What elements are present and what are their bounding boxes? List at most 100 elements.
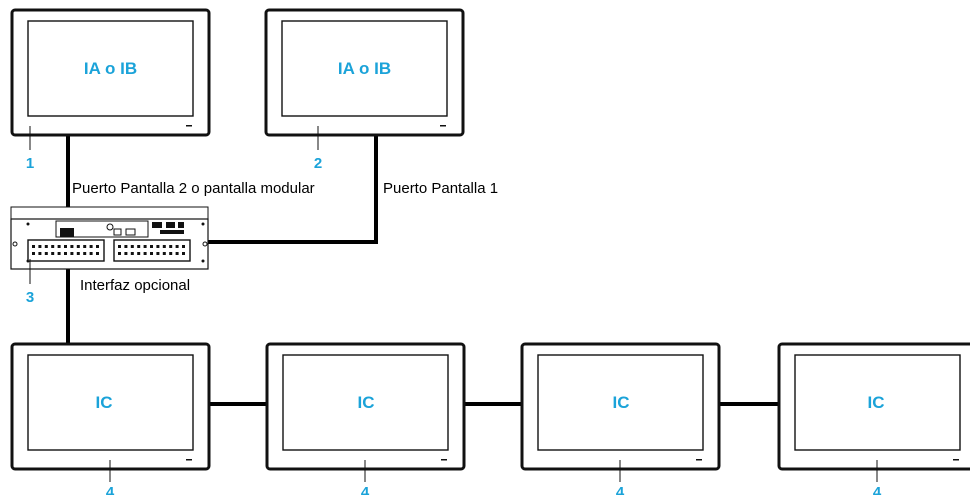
terminal-pin (89, 252, 93, 255)
terminal-pin (96, 245, 99, 248)
display-screen (537, 354, 704, 451)
display-screen (27, 354, 194, 451)
terminal-pin (162, 252, 166, 255)
terminal-pin (32, 245, 35, 248)
terminal-pin (137, 252, 141, 255)
display-led (440, 125, 446, 127)
terminal-pin (169, 252, 173, 255)
connector-slot (125, 228, 136, 236)
terminal-pin (70, 245, 74, 248)
display-led (186, 125, 192, 127)
terminal-pin (150, 245, 153, 248)
display-screen (27, 20, 194, 117)
status-block (166, 222, 175, 228)
terminal-pin (130, 245, 134, 248)
terminal-pin (182, 245, 185, 248)
terminal-pin (51, 245, 55, 248)
side-connector (12, 241, 18, 247)
display-label: IC (613, 393, 630, 412)
terminal-block-right (113, 239, 191, 262)
terminal-pin (38, 245, 42, 248)
display-label: IA o IB (84, 59, 137, 78)
connector-panel (55, 220, 149, 238)
port1-label: Puerto Pantalla 1 (383, 180, 498, 197)
terminal-pin (44, 245, 48, 248)
terminal-pin (51, 252, 55, 255)
display-label: IC (96, 393, 113, 412)
callout-number: 3 (26, 289, 34, 306)
cable-display2-interface (208, 136, 378, 244)
display-ia-ib-1: IA o IB 1 (10, 8, 211, 172)
callout-number: 4 (361, 484, 370, 495)
connector-knob (106, 223, 114, 231)
terminal-pin (143, 245, 147, 248)
callout-number: 2 (314, 155, 322, 172)
terminal-pin (175, 245, 179, 248)
terminal-pin (64, 245, 67, 248)
optional-interface-module: Interfaz opcional 3 (10, 206, 209, 306)
display-screen (794, 354, 961, 451)
terminal-pin (44, 252, 48, 255)
callout-number: 1 (26, 155, 34, 172)
terminal-pin (124, 252, 128, 255)
terminal-pin (118, 245, 121, 248)
display-ic-2: IC 4 (265, 342, 466, 495)
terminal-pin (57, 245, 61, 248)
terminal-pin (182, 252, 185, 255)
display-ic-4: IC 4 (777, 342, 970, 495)
side-connector (202, 241, 208, 247)
terminal-pin (130, 252, 134, 255)
terminal-pin (57, 252, 61, 255)
display-ic-1: IC 4 (10, 342, 211, 495)
callout-number: 4 (106, 484, 115, 495)
display-led (441, 459, 447, 461)
interface-label: Interfaz opcional (80, 277, 190, 294)
terminal-pin (143, 252, 147, 255)
terminal-pin (76, 252, 80, 255)
status-block (160, 230, 184, 234)
terminal-pin (150, 252, 153, 255)
terminal-pin (83, 252, 87, 255)
display-led (953, 459, 959, 461)
display-label: IA o IB (338, 59, 391, 78)
terminal-pins (32, 245, 185, 255)
callout-number: 4 (616, 484, 625, 495)
terminal-block-left (27, 239, 105, 262)
terminal-pin (64, 252, 67, 255)
mount-screw (26, 222, 30, 226)
display-ic-3: IC 4 (520, 342, 721, 495)
terminal-pin (156, 245, 160, 248)
connector-slot (113, 228, 122, 236)
terminal-pin (38, 252, 42, 255)
terminal-pin (169, 245, 173, 248)
terminal-pin (70, 252, 74, 255)
module-top-plate (10, 206, 209, 220)
terminal-pin (162, 245, 166, 248)
display-led (186, 459, 192, 461)
terminal-pin (32, 252, 35, 255)
terminal-pin (137, 245, 141, 248)
mount-screw (201, 222, 205, 226)
terminal-pin (96, 252, 99, 255)
terminal-pin (124, 245, 128, 248)
display-label: IC (358, 393, 375, 412)
port2-label: Puerto Pantalla 2 o pantalla modular (72, 180, 315, 197)
status-block (178, 222, 184, 228)
display-screen (282, 354, 449, 451)
terminal-pin (156, 252, 160, 255)
mount-screw (201, 259, 205, 263)
display-led (696, 459, 702, 461)
terminal-pin (76, 245, 80, 248)
display-port-connector (60, 228, 74, 237)
terminal-pin (118, 252, 121, 255)
status-block (152, 222, 162, 228)
display-screen (281, 20, 448, 117)
terminal-pin (83, 245, 87, 248)
callout-number: 4 (873, 484, 882, 495)
terminal-pin (89, 245, 93, 248)
terminal-pin (175, 252, 179, 255)
display-ia-ib-2: IA o IB 2 (264, 8, 465, 172)
display-label: IC (868, 393, 885, 412)
